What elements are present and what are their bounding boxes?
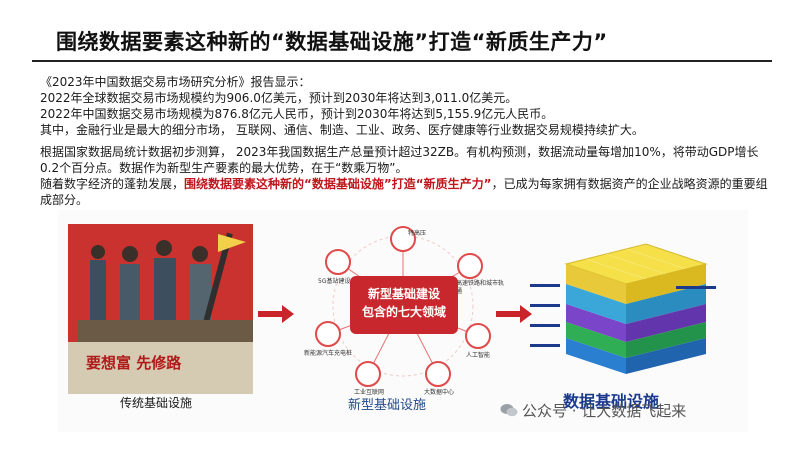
hub-title-line2: 包含的七大领域 (361, 305, 446, 319)
conclusion-pre: 随着数字经济的蓬勃发展， (40, 177, 185, 191)
stats-paragraph: 根据国家数据局统计数据初步测算， 2023年我国数据生产总量预计超过32ZB。有… (40, 145, 759, 175)
conclusion-post: ，已成为每家拥有数据资产的企业战略资源的重要组成部分。 (40, 177, 768, 207)
conclusion-highlight: 围绕数据要素这种新的“数据基础设施”打造“新质生产力” (184, 177, 492, 191)
new-infrastructure-diagram: 特高压 5G基站建设 城际高速铁路和城市轨道交通 新能源汽车充电桩 人工智能 工… (298, 224, 508, 396)
node-industrial-internet-icon (355, 361, 381, 387)
node-rail-icon (457, 253, 483, 279)
title-bar: 围绕数据要素这种新的“数据基础设施”打造“新质生产力” (32, 20, 772, 62)
body-text: 《2023年中国数据交易市场研究分析》报告显示： 2022年全球数据交易市场规模… (40, 74, 770, 208)
wechat-icon (500, 404, 518, 417)
node-uhv-icon (390, 226, 416, 252)
hub-title: 新型基础建设 包含的七大领域 (350, 276, 458, 334)
node-label: 人工智能 (466, 352, 491, 359)
node-label: 特高压 (408, 230, 427, 237)
poster-slogan: 要想富 先修路 (86, 354, 182, 372)
report-line: 《2023年中国数据交易市场研究分析》报告显示： (40, 75, 311, 89)
node-label: 工业互联网 (354, 389, 385, 396)
slide-title: 围绕数据要素这种新的“数据基础设施”打造“新质生产力” (56, 30, 608, 54)
report-paragraph: 《2023年中国数据交易市场研究分析》报告显示： 2022年全球数据交易市场规模… (40, 74, 770, 138)
arrow-right-icon (258, 305, 294, 323)
report-line: 2022年全球数据交易市场规模约为906.0亿美元，预计到2030年将达到3,0… (40, 91, 518, 105)
node-data-center-icon (425, 361, 451, 387)
watermark-text: 公众号 · 让大数据飞起来 (522, 402, 687, 420)
report-line: 2022年中国数据交易市场规模为876.8亿元人民币，预计到2030年将达到5,… (40, 107, 554, 121)
node-5g-icon (325, 249, 351, 275)
hub-title-line1: 新型基础建设 (367, 287, 440, 301)
watermark: 公众号 · 让大数据飞起来 (500, 400, 686, 421)
node-ev-charger-icon (315, 321, 341, 347)
arrow-right-icon (496, 305, 532, 323)
node-label: 5G基站建设 (318, 278, 351, 285)
caption-new: 新型基础设施 (348, 398, 427, 413)
caption-data: 数据基础设施 (563, 392, 660, 411)
node-label: 大数据中心 (424, 389, 455, 396)
report-line: 其中，金融行业是最大的细分市场， 互联网、通信、制造、工业、政务、医疗健康等行业… (40, 123, 644, 137)
node-label: 新能源汽车充电桩 (304, 350, 353, 357)
worker-figures-icon (78, 232, 253, 342)
layered-cube-icon (530, 243, 716, 374)
node-ai-icon (465, 323, 491, 349)
caption-traditional: 传统基础设施 (120, 396, 193, 410)
data-infrastructure-cube (526, 224, 726, 394)
infrastructure-figure: 要想富 先修路 传统基础设施 特高压 5G基站建设 城际高速铁路和城市轨道 (58, 210, 748, 432)
traditional-poster: 要想富 先修路 (68, 224, 253, 394)
conclusion-paragraph: 随着数字经济的蓬勃发展，围绕数据要素这种新的“数据基础设施”打造“新质生产力”，… (40, 176, 770, 208)
